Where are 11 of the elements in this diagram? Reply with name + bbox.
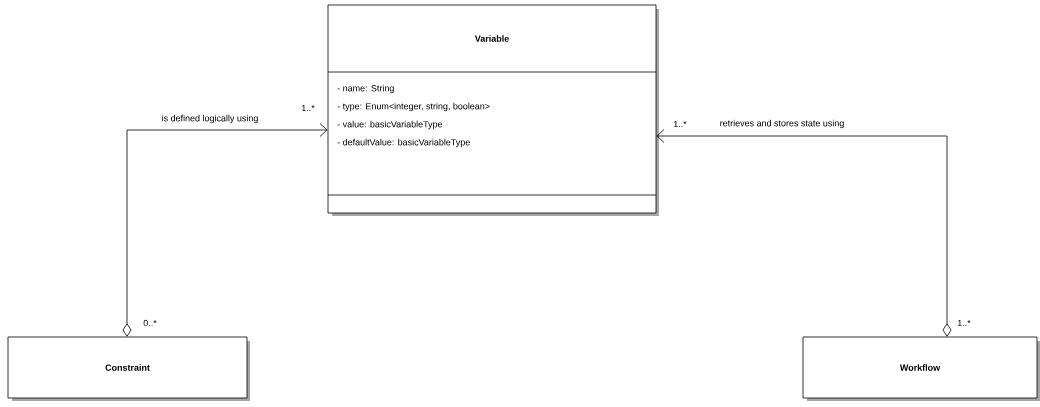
aggregation-arrow bbox=[122, 123, 328, 337]
edge-label: retrieves and stores state using bbox=[720, 119, 844, 129]
class-box: Constraint bbox=[7, 336, 250, 401]
multiplicity-label: 1..* bbox=[673, 120, 687, 128]
class-box: Variable - name: String - type: Enum<integer, string, boolean> - value: basicVariableType - defaultValue: basicVariableType bbox=[327, 4, 659, 216]
multiplicity-label: 1..* bbox=[301, 104, 315, 112]
edge-label: is defined logically using bbox=[162, 114, 258, 124]
aggregation-arrow bbox=[656, 129, 952, 337]
class-box: Workflow bbox=[802, 336, 1040, 401]
multiplicity-label: 1..* bbox=[957, 319, 971, 327]
multiplicity-label: 0..* bbox=[143, 319, 157, 327]
